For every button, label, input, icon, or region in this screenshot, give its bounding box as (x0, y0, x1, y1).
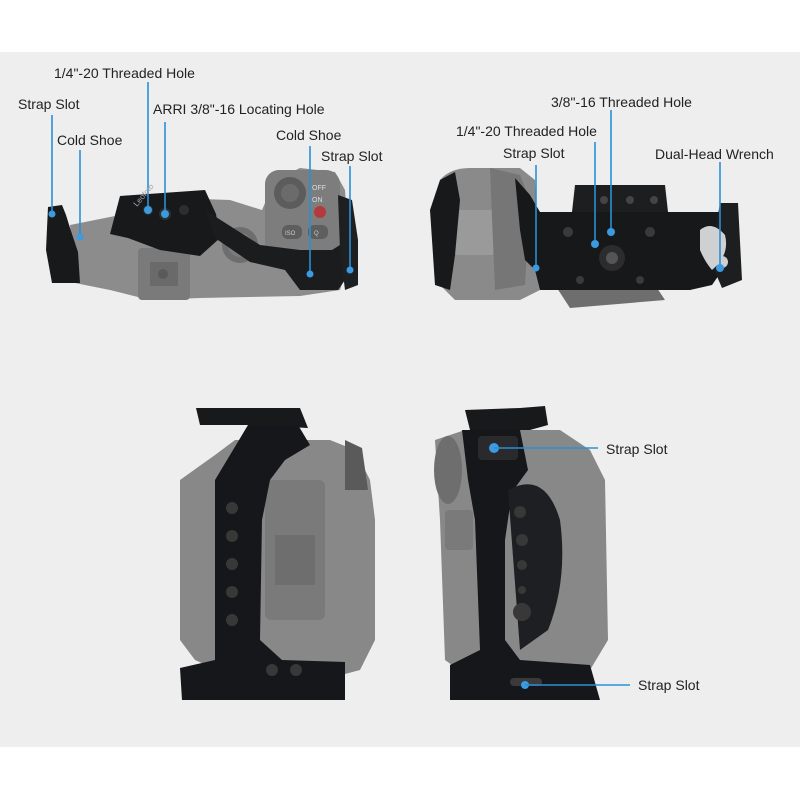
callout-lines (51, 82, 721, 686)
label-strap-slot-side-bottom: Strap Slot (638, 677, 700, 693)
q-mark: Q (314, 231, 319, 237)
left-side-camera (180, 440, 375, 678)
label-threaded-hole-14-bottom: 1/4"-20 Threaded Hole (456, 123, 597, 139)
label-arri-locating-hole: ARRI 3/8"-16 Locating Hole (153, 101, 325, 117)
left-side-cage (180, 408, 345, 700)
label-dual-head-wrench: Dual-Head Wrench (655, 146, 774, 162)
label-strap-slot-top-right: Strap Slot (321, 148, 383, 164)
bottom-view-cage (430, 172, 742, 290)
on-mark: ON (312, 197, 323, 204)
label-threaded-hole-14-top: 1/4"-20 Threaded Hole (54, 65, 195, 81)
off-mark: OFF (312, 185, 326, 192)
label-strap-slot-bottom-view: Strap Slot (503, 145, 565, 161)
top-view-cage (46, 190, 358, 290)
label-threaded-hole-38: 3/8"-16 Threaded Hole (551, 94, 692, 110)
label-strap-slot-side-top: Strap Slot (606, 441, 668, 457)
label-cold-shoe-left: Cold Shoe (57, 132, 123, 148)
label-strap-slot-top-left: Strap Slot (18, 96, 80, 112)
iso-mark: ISO (285, 231, 296, 237)
background-panel (0, 52, 800, 747)
right-side-cage (450, 406, 600, 700)
label-cold-shoe-right: Cold Shoe (276, 127, 342, 143)
bottom-view-camera (435, 168, 665, 308)
callout-dots (48, 206, 724, 278)
